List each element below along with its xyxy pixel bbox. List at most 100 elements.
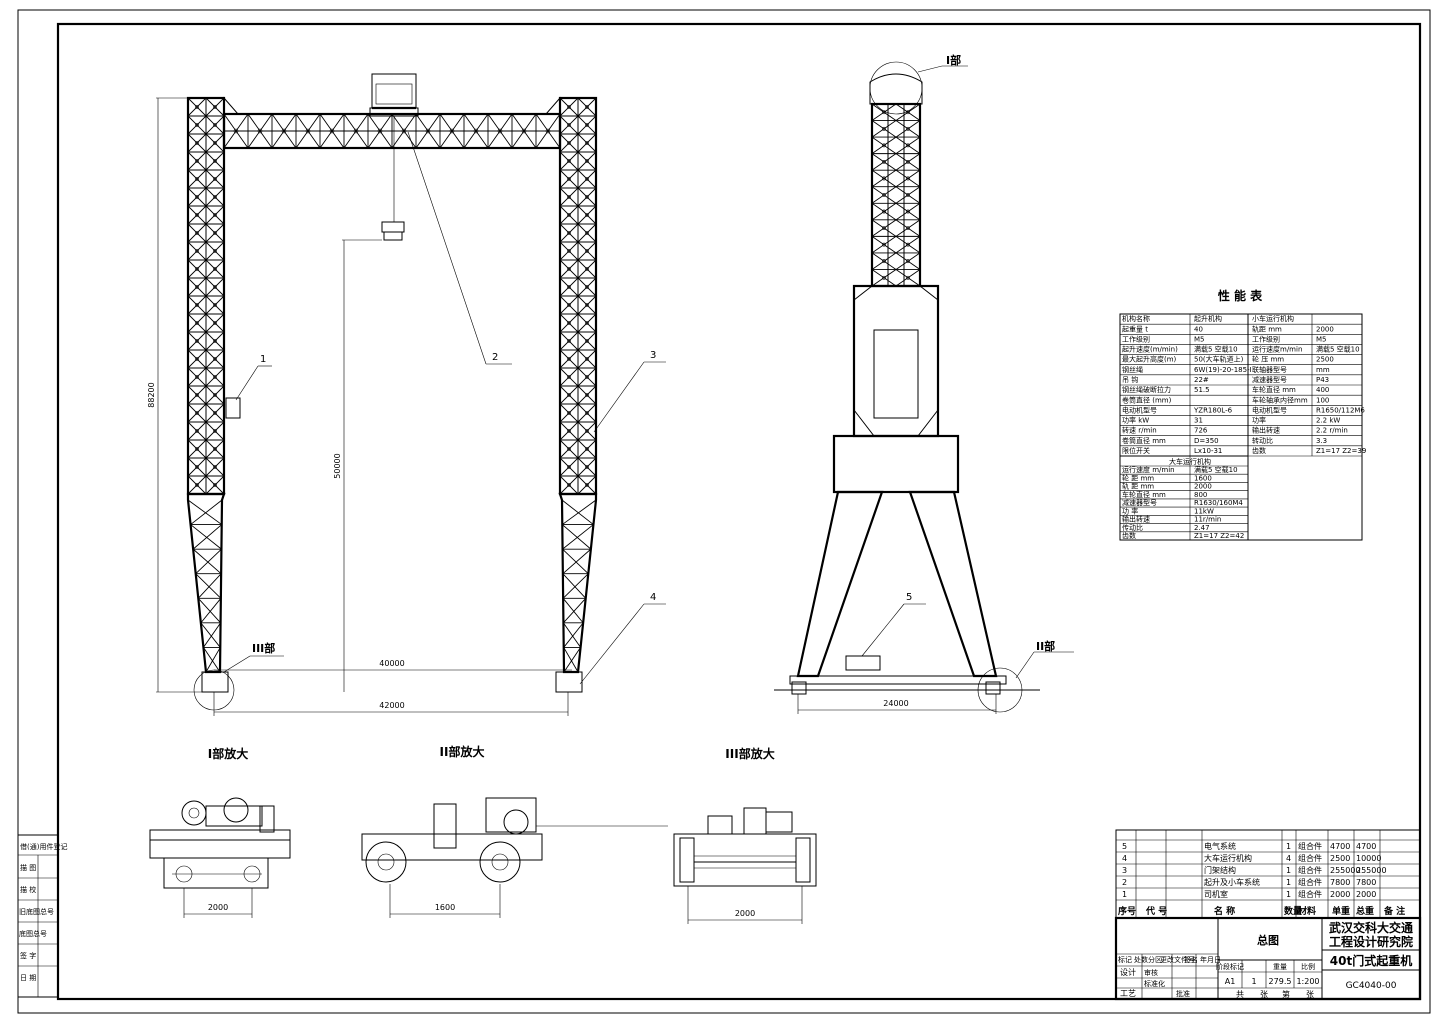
perf-cell: 小车运行机构 [1252, 314, 1294, 323]
parts-cell: 电气系统 [1204, 841, 1236, 851]
revision-labels: 标记处数分区更改文件号签名年月日 [1118, 955, 1221, 964]
sheet-size: A1 [1225, 977, 1236, 986]
truss-node [585, 375, 589, 379]
perf-cell: 工作级别 [1252, 334, 1280, 343]
truss-node [213, 357, 217, 361]
truss-node [906, 160, 910, 164]
parts-cell: 组合件 [1298, 865, 1322, 875]
truss-node [213, 249, 217, 253]
truss-node [906, 193, 910, 197]
truss-member [205, 295, 225, 315]
girder-diagonal [295, 113, 321, 149]
truss-node [567, 303, 571, 307]
crane-cell-value: 1600 [1194, 474, 1212, 482]
truss-member [205, 241, 225, 261]
girder-node [473, 128, 479, 134]
truss-member [577, 331, 597, 351]
truss-node [213, 429, 217, 433]
perf-cell: 2.2 r/min [1316, 427, 1348, 435]
parts-cell: 1 [1286, 890, 1291, 899]
truss-node [195, 447, 199, 451]
girder-diagonal [319, 113, 345, 149]
truss-member [559, 439, 579, 459]
sign-label-approve: 批准 [1176, 989, 1190, 998]
crane-cell-value: Z1=17 Z2=42 [1194, 532, 1244, 540]
parts-cell: 4 [1122, 854, 1127, 863]
truss-member [871, 252, 897, 270]
side-mid-frame [852, 284, 940, 438]
truss-member [205, 367, 225, 387]
truss-node [882, 143, 886, 148]
detail-i-label: I部 [946, 53, 961, 67]
strip-label-7: 日 期 [20, 974, 36, 982]
truss-node [213, 321, 217, 325]
detail-ii-label: II部 [1036, 639, 1055, 653]
truss-node [213, 231, 217, 235]
truss-node [585, 321, 589, 325]
crane-cell-value: 11r/min [1194, 516, 1221, 524]
truss-member [895, 153, 921, 171]
crane-cell-value: R1630/160M4 [1194, 499, 1243, 507]
truss-node [585, 231, 589, 235]
truss-node [567, 483, 571, 487]
girder-node [281, 128, 287, 134]
truss-node [567, 411, 571, 415]
truss-member [577, 295, 597, 315]
truss-node [213, 447, 217, 451]
truss-node [906, 275, 910, 280]
truss-member [559, 187, 579, 207]
truss-node [585, 357, 589, 361]
truss-node [906, 126, 910, 131]
callout-4: 4 [650, 592, 656, 603]
side-view: 24000 5 I部 II部 [774, 53, 1074, 714]
sheet-qty: 1 [1251, 977, 1256, 986]
truss-member [871, 136, 897, 155]
truss-member [187, 223, 207, 243]
truss-node [567, 429, 571, 433]
truss-member [187, 241, 207, 261]
girder-node [329, 128, 335, 134]
truss-member [559, 313, 579, 333]
truss-member [559, 385, 579, 405]
truss-member [187, 313, 207, 333]
drawing-weight: 279.5 [1269, 977, 1292, 986]
leg-diagonal [203, 647, 221, 673]
side-lower-frame [832, 408, 960, 494]
truss-node [567, 285, 571, 289]
inner-border [56, 22, 1422, 1001]
strip-label-1: 借(通)用件登记 [20, 842, 67, 851]
right-lower-leg [558, 492, 598, 674]
truss-node [585, 465, 589, 469]
dim-lift-height: 50000 [333, 453, 342, 478]
leg-diagonal [195, 548, 222, 575]
operator-cabin [225, 397, 241, 419]
parts-cell: 起升及小车系统 [1204, 877, 1260, 887]
truss-node [906, 209, 910, 214]
sign-label-review: 审核 [1144, 968, 1158, 977]
leg-diagonal [563, 647, 579, 673]
truss-node [567, 375, 571, 379]
perf-cell: 减速器型号 [1252, 375, 1287, 384]
drawing-scale: 1:200 [1296, 977, 1319, 986]
truss-member [895, 219, 921, 237]
perf-cell: 电动机型号 [1252, 405, 1287, 414]
perf-cell: Z1=17 Z2=39 [1316, 447, 1366, 455]
truss-member [559, 169, 579, 189]
perf-cell: 输出转速 [1252, 426, 1280, 435]
detail-iii-dim: 2000 [735, 909, 755, 918]
truss-node [882, 209, 886, 214]
perf-cell: 机构名称 [1122, 314, 1150, 323]
truss-member [205, 439, 225, 459]
leg-diagonal [562, 524, 594, 550]
grid-label-stage: 阶段标记 [1216, 962, 1244, 971]
truss-member [559, 403, 579, 423]
truss-member [559, 457, 579, 477]
leg-diagonal [562, 548, 592, 575]
perf-cell: 转速 r/min [1122, 426, 1157, 435]
leg-diagonal [195, 573, 222, 599]
truss-member [187, 457, 207, 477]
truss-member [871, 153, 897, 171]
leg-diagonal [563, 622, 581, 648]
truss-member [577, 151, 597, 171]
side-base [774, 667, 1040, 713]
